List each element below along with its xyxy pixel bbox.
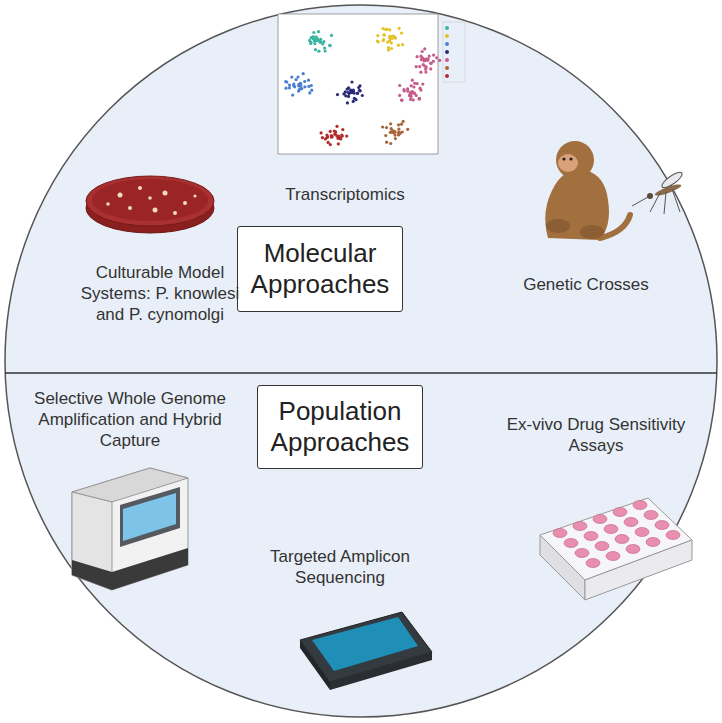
method-label: Culturable Model Systems: P. knowlesi an…: [70, 262, 250, 325]
method-label: Transcriptomics: [245, 184, 445, 205]
monkey: [545, 141, 630, 240]
scatter-plot: [278, 14, 465, 154]
box-title: Population Approaches: [265, 396, 415, 458]
method-label: Selective Whole Genome Amplification and…: [20, 388, 240, 451]
mosquito: [632, 170, 684, 214]
sequencing-device: [300, 612, 432, 690]
well-plate: [540, 498, 692, 600]
approach-box: Molecular Approaches: [237, 226, 403, 312]
method-label: Genetic Crosses: [506, 274, 666, 295]
sequencer-device: [72, 468, 188, 590]
approach-box: Population Approaches: [257, 385, 423, 469]
box-title: Molecular Approaches: [245, 238, 395, 300]
method-label: Targeted Amplicon Sequencing: [255, 546, 425, 588]
petri-dish: [86, 176, 214, 233]
method-label: Ex-vivo Drug Sensitivity Assays: [506, 414, 686, 456]
